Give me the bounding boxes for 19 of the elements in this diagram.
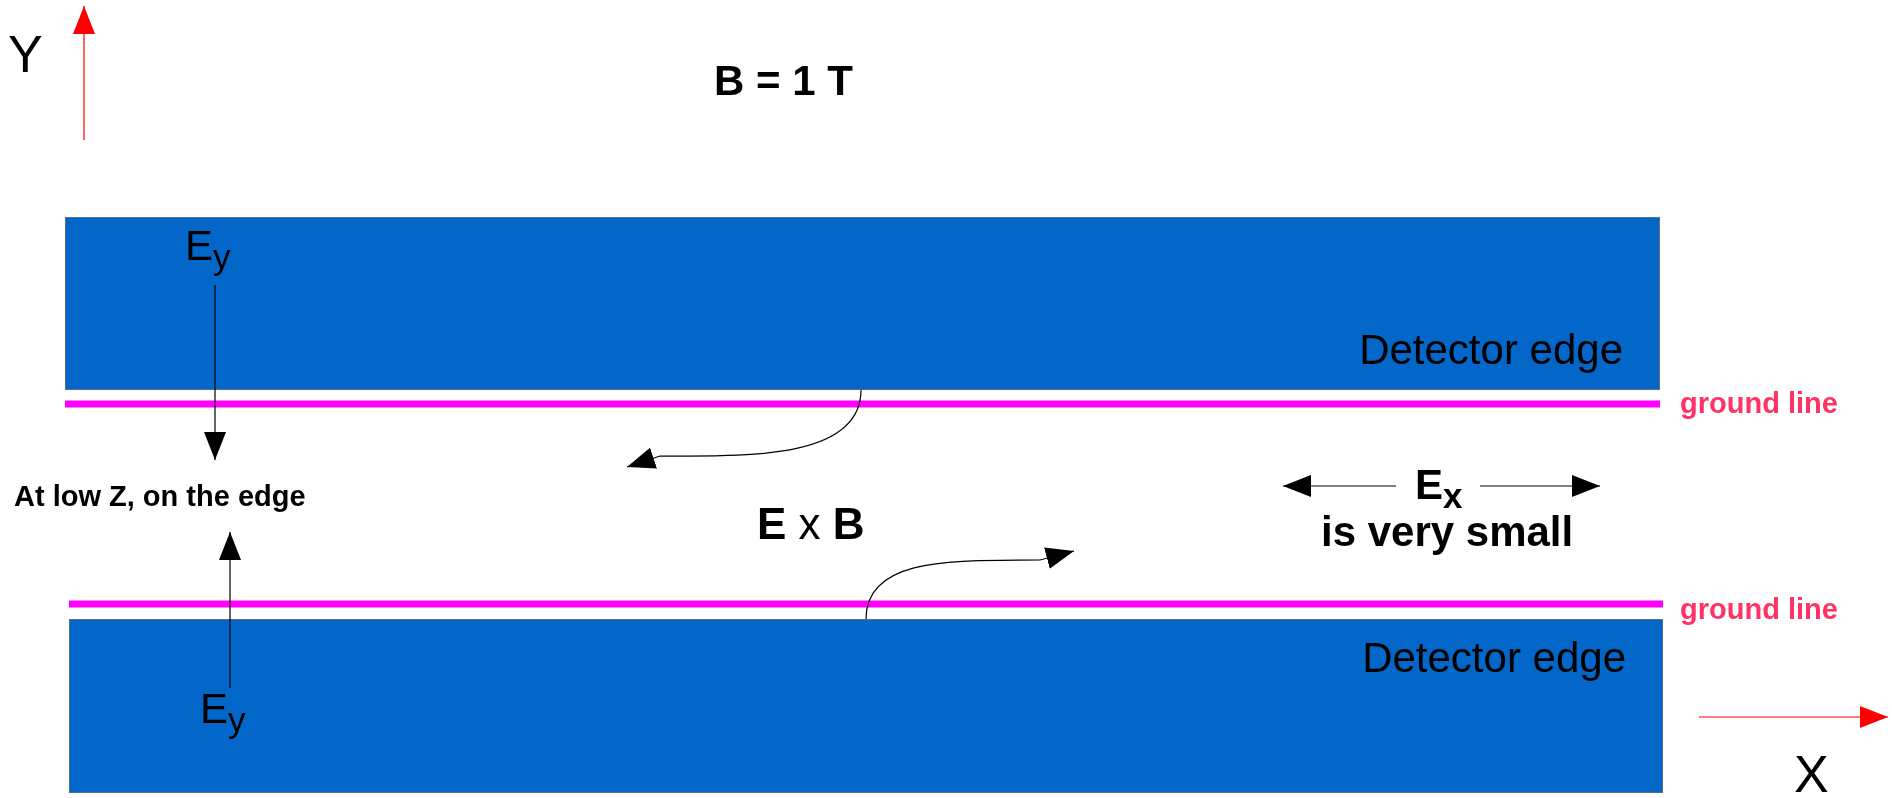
ground-line-label: ground line: [1680, 389, 1838, 418]
axis-label: Y: [8, 28, 43, 80]
detector-label: Detector edge: [1362, 634, 1626, 682]
ground-line-label: ground line: [1680, 595, 1838, 624]
field-label: E$_{y}$: [185, 225, 245, 285]
arrow: [865, 547, 1075, 620]
arrow: [219, 531, 241, 689]
field-label: E x B: [757, 502, 865, 546]
field-label: B = 1 T: [714, 60, 853, 102]
arrow: [204, 284, 226, 461]
detector-block: [65, 217, 1660, 390]
note-text: is very small: [1321, 511, 1574, 553]
field-label: E$_{y}$: [200, 688, 260, 748]
arrow: [626, 389, 862, 469]
field-label: E$_{x}$: [1415, 464, 1463, 514]
note-text: At low Z, on the edge: [14, 460, 414, 532]
detector-block: [69, 619, 1663, 793]
detector-label: Detector edge: [1359, 326, 1623, 374]
axis-label: X: [1794, 748, 1829, 798]
